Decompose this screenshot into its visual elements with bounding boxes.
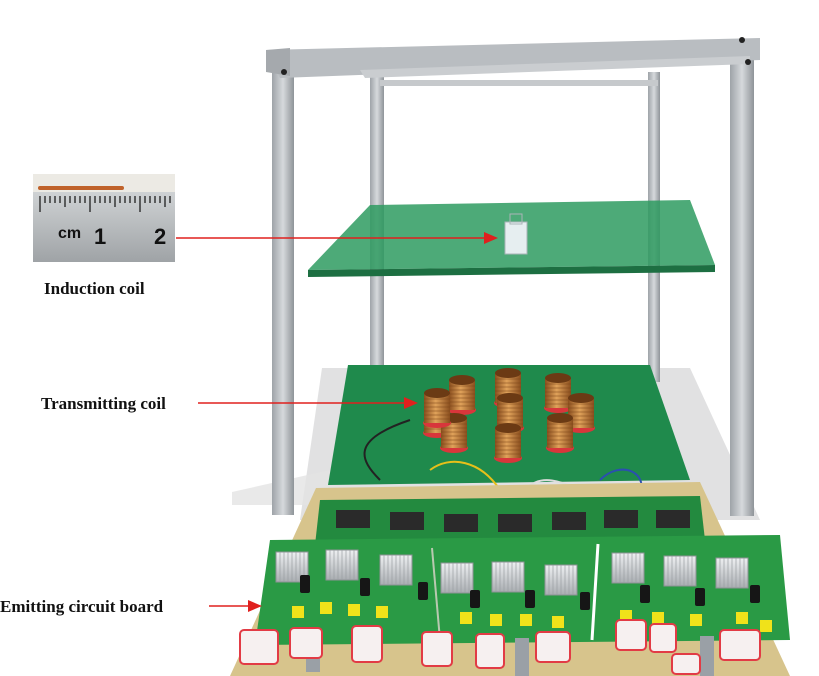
heatsink	[611, 552, 645, 584]
label-tag	[421, 631, 453, 667]
transmitting-coil	[423, 388, 451, 428]
ic-chip	[604, 510, 638, 528]
heatsink	[379, 554, 413, 586]
arrow-head-induction	[484, 232, 498, 244]
callout-arrows	[176, 232, 498, 612]
label-tag	[535, 631, 571, 663]
board-components	[292, 510, 772, 676]
heatsink-array	[275, 549, 749, 596]
transmitting-coil	[448, 375, 476, 415]
transmitting-coil-array	[423, 368, 595, 463]
heatsink	[491, 561, 525, 593]
capacitor	[695, 588, 705, 606]
relay	[552, 616, 564, 628]
transmitting-coil	[496, 393, 524, 433]
transmitting-coil-label: Transmitting coil	[41, 394, 166, 413]
capacitor	[418, 582, 428, 600]
power-connector	[700, 636, 714, 676]
label-tag	[475, 633, 505, 669]
ruler-inset: cm 1 2	[33, 174, 175, 262]
capacitor	[525, 590, 535, 608]
ic-chip	[390, 512, 424, 530]
relay	[736, 612, 748, 624]
relay	[520, 614, 532, 626]
ic-chip	[444, 514, 478, 532]
capacitor	[360, 578, 370, 596]
relay	[760, 620, 772, 632]
label-tag	[649, 623, 677, 653]
heatsink	[544, 564, 578, 596]
relay	[460, 612, 472, 624]
capacitor	[580, 592, 590, 610]
label-tags	[239, 619, 761, 675]
ruler-unit-label: cm	[58, 225, 81, 242]
transmitting-coil	[546, 413, 574, 453]
relay	[376, 606, 388, 618]
relay	[690, 614, 702, 626]
arrow-head-transmitting	[404, 397, 418, 409]
relay	[292, 606, 304, 618]
transmitting-coil	[494, 423, 522, 463]
relay	[652, 612, 664, 624]
ic-chip	[336, 510, 370, 528]
ic-chip	[498, 514, 532, 532]
relay	[490, 614, 502, 626]
ruler-tick-1-label: 1	[94, 224, 106, 249]
ic-chip	[656, 510, 690, 528]
label-tag	[719, 629, 761, 661]
capacitor	[640, 585, 650, 603]
power-connector	[515, 638, 529, 676]
relay	[320, 602, 332, 614]
label-tag	[351, 625, 383, 663]
heatsink	[325, 549, 359, 581]
label-tag	[671, 653, 701, 675]
arrow-head-board	[248, 600, 262, 612]
capacitor	[470, 590, 480, 608]
capacitor	[300, 575, 310, 593]
ruler-tick-2-label: 2	[154, 224, 166, 249]
heatsink	[715, 557, 749, 589]
receiver-block	[504, 213, 528, 255]
transmitting-coil	[567, 393, 595, 433]
label-tag	[615, 619, 647, 651]
relay	[348, 604, 360, 616]
ic-chip	[552, 512, 586, 530]
capacitor	[750, 585, 760, 603]
emitting-board-label: Emitting circuit board	[0, 597, 164, 616]
heatsink	[663, 555, 697, 587]
label-tag	[239, 629, 279, 665]
label-tag	[289, 627, 323, 659]
induction-coil-label: Induction coil	[44, 279, 145, 298]
heatsink	[440, 562, 474, 594]
transmitting-coil	[544, 373, 572, 413]
